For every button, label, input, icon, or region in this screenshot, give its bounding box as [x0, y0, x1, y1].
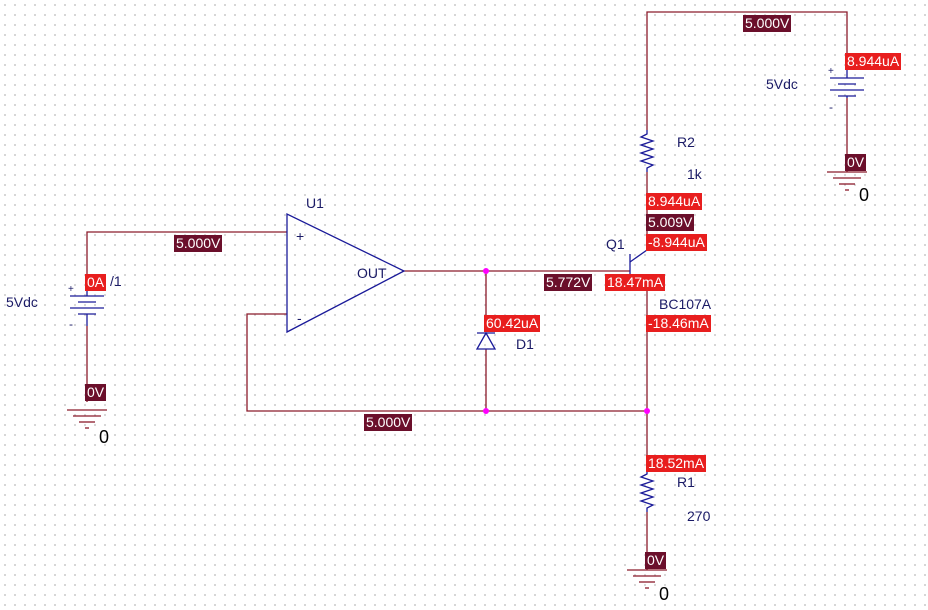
battery-v-in[interactable] — [70, 286, 104, 326]
ground-label-bottom: 0 — [659, 584, 670, 604]
current-marker-vin-source[interactable]: 0A — [85, 274, 107, 291]
d1-ref-label: D1 — [516, 336, 534, 352]
voltage-marker-supply-top[interactable]: 5.000V — [743, 15, 792, 32]
voltage-marker-q1-base[interactable]: 5.772V — [544, 274, 593, 291]
vin-plus-sign: + — [68, 284, 74, 295]
current-marker-q1-base[interactable]: 18.47mA — [605, 274, 666, 291]
current-marker-diode[interactable]: 60.42uA — [484, 315, 541, 332]
opamp-plus-label: + — [296, 228, 305, 244]
wire-vin-to-plus[interactable] — [86, 231, 287, 286]
opamp-ref-label: U1 — [306, 195, 324, 211]
voltage-marker-ground-bottom[interactable]: 0V — [645, 552, 667, 569]
junction-feedback-emitter — [644, 408, 650, 414]
vsup-plus-sign: + — [828, 66, 834, 77]
opamp-u1[interactable] — [286, 212, 406, 334]
resistor-r2[interactable] — [638, 130, 656, 172]
junctions — [483, 268, 650, 414]
vin-minus-sign: - — [69, 317, 73, 331]
voltage-marker-feedback[interactable]: 5.000V — [364, 414, 413, 431]
voltage-marker-opamp-plus[interactable]: 5.000V — [174, 235, 223, 252]
junction-base-diode — [483, 268, 489, 274]
r1-ref-label: R1 — [677, 474, 695, 490]
current-marker-q1-emitter[interactable]: -18.46mA — [646, 315, 711, 332]
current-marker-supply-source[interactable]: 8.944uA — [845, 53, 902, 70]
r2-ref-label: R2 — [677, 134, 695, 150]
ground-label-right: 0 — [859, 185, 870, 205]
ground-symbol-right — [827, 171, 867, 191]
wire-minus-feedback[interactable] — [246, 313, 647, 412]
vin-value-label: 5Vdc — [6, 294, 38, 310]
q1-ref-label: Q1 — [606, 236, 625, 252]
voltage-marker-ground-right[interactable]: 0V — [845, 154, 867, 171]
opamp-out-label: OUT — [357, 265, 387, 281]
current-marker-r2[interactable]: 8.944uA — [646, 193, 703, 210]
ground-label-left: 0 — [99, 427, 110, 447]
voltage-marker-ground-left[interactable]: 0V — [85, 384, 107, 401]
wire-supply-top[interactable] — [646, 11, 848, 130]
opamp-minus-label: - — [297, 310, 302, 326]
resistor-r1[interactable] — [638, 470, 656, 512]
opamp-triangle — [286, 212, 406, 334]
q1-collector-line — [629, 249, 648, 263]
diode-d1[interactable] — [475, 331, 497, 350]
d1-triangle — [475, 331, 497, 350]
ground-symbol-bottom — [627, 569, 667, 589]
current-marker-q1-collector[interactable]: -8.944uA — [646, 234, 707, 251]
vin-ref-suffix-label: /1 — [110, 273, 122, 289]
vsupply-value-label: 5Vdc — [766, 76, 798, 92]
vsup-minus-sign: - — [829, 100, 833, 114]
voltage-marker-q1-collector[interactable]: 5.009V — [646, 214, 695, 231]
ground-symbol-left — [67, 409, 107, 429]
wires — [86, 11, 848, 570]
current-marker-r1[interactable]: 18.52mA — [646, 455, 707, 472]
battery-v-supply[interactable] — [830, 70, 864, 98]
r1-value-label: 270 — [687, 508, 711, 524]
junction-feedback-diode — [483, 408, 489, 414]
q1-model-label: BC107A — [659, 296, 712, 312]
r2-value-label: 1k — [687, 166, 702, 182]
